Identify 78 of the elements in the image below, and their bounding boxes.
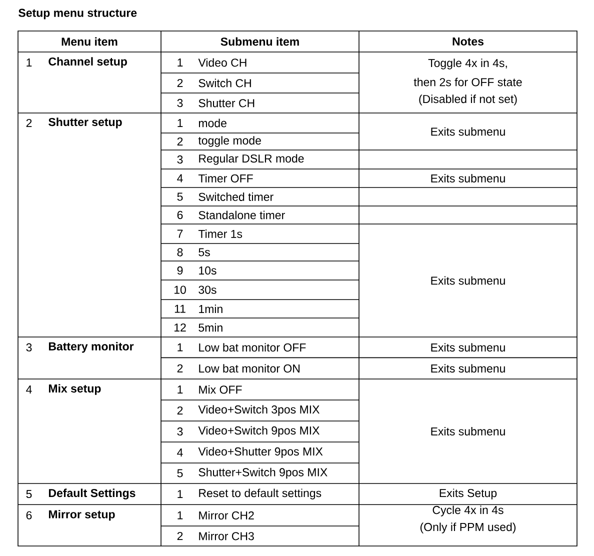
submenu-item: Mirror CH2 <box>199 511 254 520</box>
submenu-item: Video+Shutter 9pos MIX <box>198 447 323 458</box>
row-number: 7 <box>177 230 183 238</box>
submenu-item: mode <box>198 118 226 128</box>
submenu-item: Reset to default settings <box>199 488 322 500</box>
submenu-item: Video+Switch 3pos MIX <box>198 405 320 416</box>
row-number: 2 <box>26 118 32 127</box>
submenu-item: toggle mode <box>198 136 261 147</box>
note-text: Exits submenu <box>431 343 505 352</box>
menu-item: Shutter setup <box>48 118 122 128</box>
column-header: Menu item <box>62 37 118 46</box>
submenu-item: 30s <box>198 286 216 294</box>
submenu-item: Video+Switch 9pos MIX <box>198 426 320 437</box>
row-number: 1 <box>26 58 32 66</box>
row-number: 3 <box>26 343 32 352</box>
row-number: 4 <box>177 174 183 182</box>
row-number: 5 <box>177 192 183 201</box>
submenu-item: Low bat monitor OFF <box>199 343 306 352</box>
row-number: 8 <box>177 248 183 256</box>
submenu-item: Shutter CH <box>198 98 254 108</box>
row-number: 12 <box>174 323 186 332</box>
row-number: 3 <box>177 427 183 436</box>
submenu-item: Standalone timer <box>198 210 285 220</box>
submenu-item: Timer OFF <box>198 174 253 182</box>
menu-item: Channel setup <box>48 57 127 68</box>
note-text: Exits submenu <box>431 174 505 182</box>
row-number: 1 <box>178 343 183 352</box>
row-number: 1 <box>178 119 183 127</box>
submenu-item: Timer 1s <box>198 230 242 238</box>
note-text: Cycle 4x in 4s <box>432 506 504 516</box>
note-text: then 2s for OFF state <box>414 78 522 86</box>
note-text: (Disabled if not set) <box>419 94 517 106</box>
submenu-item: Shutter+Switch 9pos MIX <box>198 468 328 479</box>
row-number: 4 <box>177 448 183 456</box>
row-number: 11 <box>174 304 186 313</box>
submenu-item: Switch CH <box>198 78 251 88</box>
column-header: Submenu item <box>220 37 299 46</box>
title: Setup menu structure <box>18 8 137 20</box>
row-number: 3 <box>177 155 183 164</box>
row-number: 1 <box>178 490 183 498</box>
submenu-item: 10s <box>199 266 216 275</box>
note-text: Exits submenu <box>431 276 505 285</box>
submenu-item: Low bat monitor ON <box>199 364 300 373</box>
row-number: 1 <box>178 511 183 520</box>
row-number: 3 <box>177 98 183 108</box>
row-number: 2 <box>177 532 183 540</box>
menu-item: Mix setup <box>48 384 101 395</box>
row-number: 2 <box>177 364 183 372</box>
note-text: Exits submenu <box>431 127 505 136</box>
submenu-item: 5s <box>198 248 210 256</box>
note-text: Toggle 4x in 4s, <box>428 58 507 70</box>
note-text: Exits Setup <box>440 488 497 500</box>
row-number: 10 <box>174 286 186 294</box>
menu-item: Battery monitor <box>48 342 134 353</box>
row-number: 9 <box>177 266 183 275</box>
note-text: Exits submenu <box>431 427 505 436</box>
row-number: 2 <box>177 406 183 414</box>
row-number: 6 <box>177 210 183 220</box>
submenu-item: Video CH <box>198 58 246 67</box>
row-number: 6 <box>26 511 32 520</box>
submenu-item: 1min <box>199 304 222 313</box>
submenu-item: Mix OFF <box>199 385 242 394</box>
submenu-item: Regular DSLR mode <box>199 154 304 165</box>
row-number: 1 <box>178 58 183 66</box>
row-number: 2 <box>177 137 183 146</box>
menu-item: Mirror setup <box>48 510 115 521</box>
note-text: Exits submenu <box>431 364 505 373</box>
row-number: 5 <box>177 469 183 478</box>
note-text: (Only if PPM used) <box>420 522 516 534</box>
row-number: 4 <box>26 386 32 394</box>
row-number: 2 <box>177 78 183 87</box>
submenu-item: Switched timer <box>198 192 274 201</box>
menu-item: Default Settings <box>48 488 136 500</box>
column-header: Notes <box>452 38 484 46</box>
submenu-item: Mirror CH3 <box>199 532 254 540</box>
submenu-item: 5min <box>198 323 222 332</box>
row-number: 1 <box>178 386 183 394</box>
row-number: 5 <box>26 490 32 498</box>
